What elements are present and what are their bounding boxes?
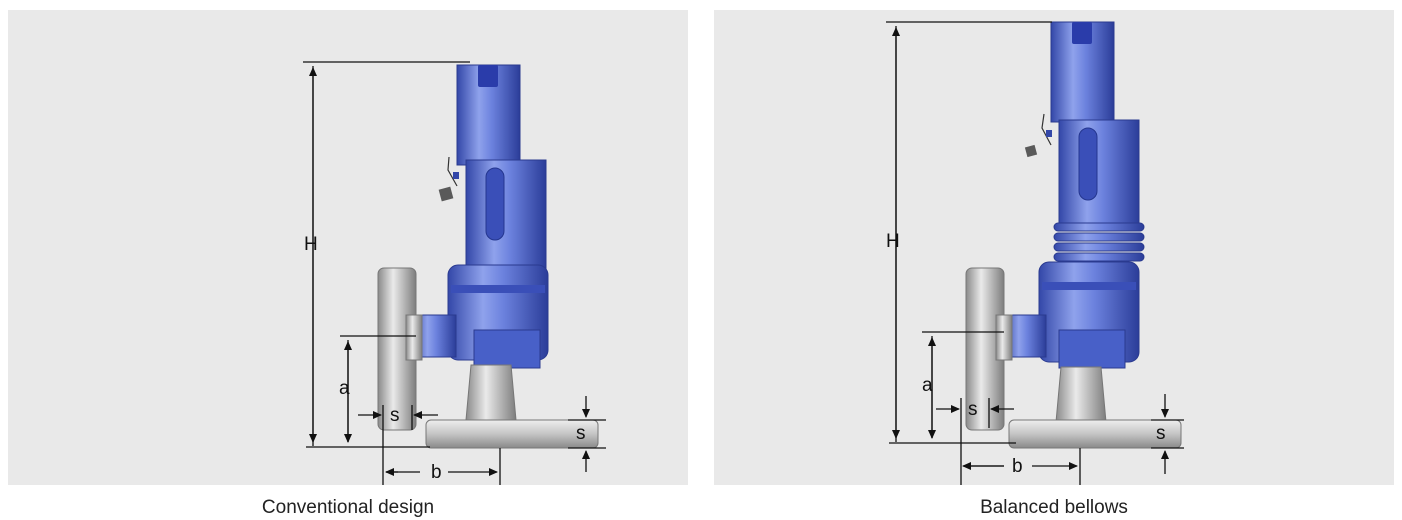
outlet-flange <box>377 267 423 431</box>
inlet-flange <box>425 364 599 449</box>
outlet-flange <box>965 267 1013 431</box>
dim-label-a: a <box>339 378 350 399</box>
dim-label-s-right: s <box>576 423 586 444</box>
caption-balanced-bellows: Balanced bellows <box>980 497 1128 518</box>
valve-body <box>411 64 549 369</box>
dim-label-height: H <box>304 234 318 255</box>
balanced-bellows-valve-diagram: H a s b s <box>886 21 1184 485</box>
dim-label-s-left: s <box>390 405 400 426</box>
dim-label-height: H <box>886 231 900 252</box>
valve-body <box>1003 21 1145 369</box>
conventional-valve-diagram: H a s b s <box>303 61 606 485</box>
dim-label-a: a <box>922 375 933 396</box>
dim-label-b: b <box>431 462 442 483</box>
inlet-flange <box>1008 366 1182 449</box>
dim-label-s-left: s <box>968 399 978 420</box>
dimension-lines <box>886 21 1184 485</box>
diagram-panel-conventional: H a s b s <box>8 10 688 485</box>
dim-label-b: b <box>1012 456 1023 477</box>
caption-conventional: Conventional design <box>261 497 435 518</box>
dim-label-s-right: s <box>1156 423 1166 444</box>
diagram-panel-balanced: H a s b s <box>714 10 1394 485</box>
dimension-lines <box>303 61 606 485</box>
